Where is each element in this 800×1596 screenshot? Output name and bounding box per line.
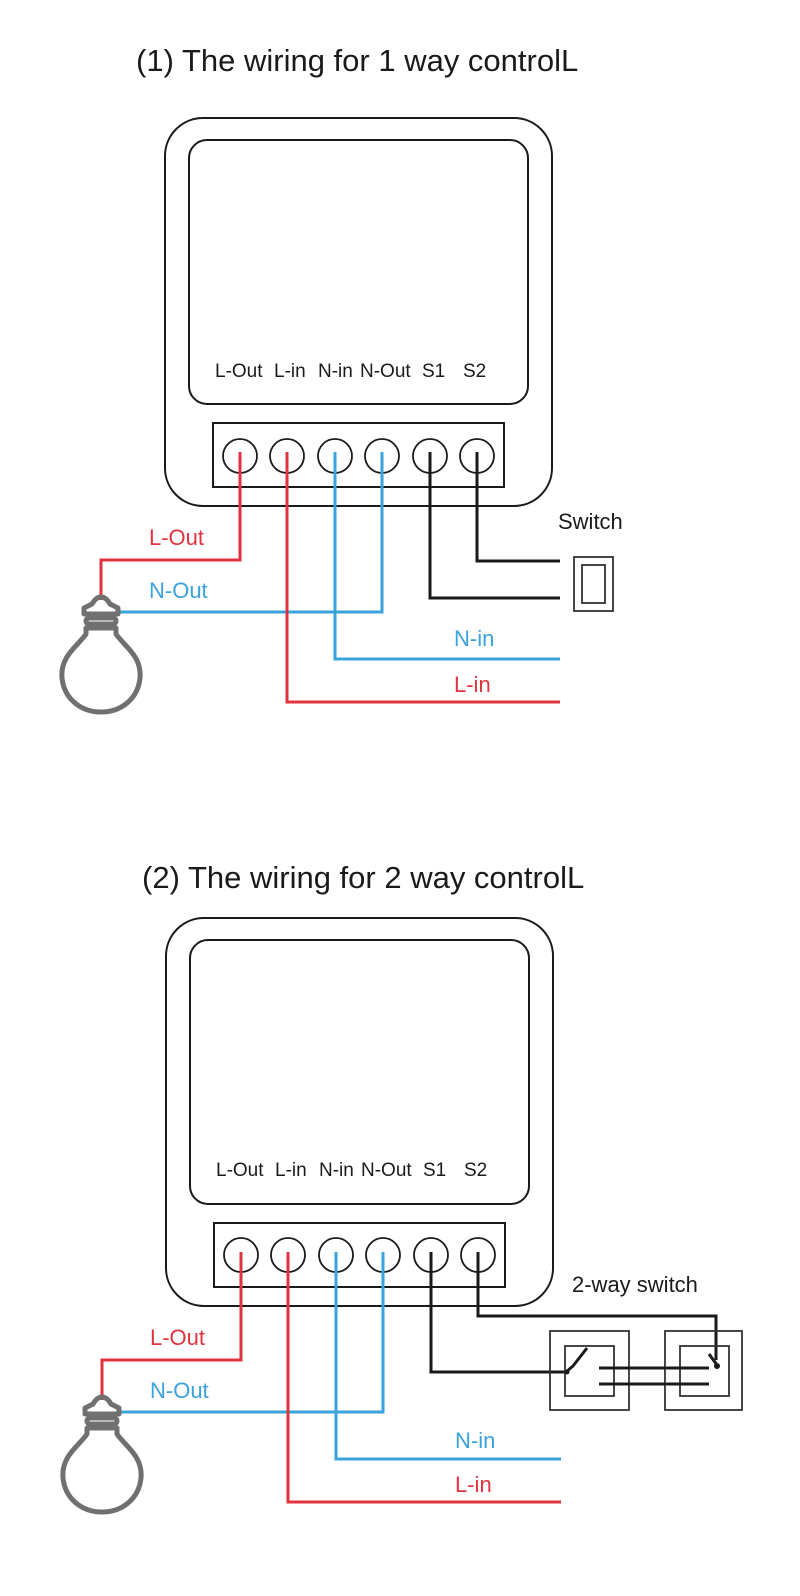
wire-n-out (118, 452, 384, 614)
switch-b-lever (707, 1353, 719, 1366)
light-bulb-icon (59, 594, 143, 715)
wire-label-n-in: N-in (454, 626, 494, 651)
terminal-label-s2: S2 (463, 361, 486, 382)
wire-l-in (286, 1252, 561, 1504)
switch-b-rocker (679, 1345, 730, 1397)
terminal-label-n-in: N-in (319, 1160, 354, 1181)
terminal-block (213, 1222, 506, 1288)
terminal-label-l-out: L-Out (216, 1160, 264, 1181)
terminal-label-l-in: L-in (275, 1160, 307, 1181)
wire-label-l-out: L-Out (150, 1325, 205, 1350)
wire-n-in (334, 1252, 561, 1461)
terminal-label-s1: S1 (423, 1160, 446, 1181)
two-way-switch-icon (549, 1330, 743, 1411)
terminal-label-s1: S1 (422, 361, 445, 382)
wire-l-out (100, 1252, 243, 1400)
wire-label-n-out: N-Out (149, 578, 208, 603)
wire-label-n-in: N-in (455, 1428, 495, 1453)
wire-n-out (119, 1252, 385, 1414)
wire-s2 (475, 452, 560, 563)
switch-icon (573, 556, 614, 612)
wire-label-l-out: L-Out (149, 525, 204, 550)
diagram-title: (2) The wiring for 2 way controlL (142, 860, 584, 895)
wire-l-out (99, 452, 242, 600)
diagram-1-way: (1) The wiring for 1 way controlL L-Out … (59, 43, 623, 715)
switch-a-rocker (564, 1345, 615, 1397)
device-outer-shell (164, 117, 553, 507)
wire-n-in (333, 452, 560, 661)
switch-a-contact (564, 1369, 570, 1375)
terminal-label-l-in: L-in (274, 361, 306, 382)
terminal-label-s2: S2 (464, 1160, 487, 1181)
wire-s1 (429, 1252, 589, 1374)
wire-label-n-out: N-Out (150, 1378, 209, 1403)
diagram-title: (1) The wiring for 1 way controlL (136, 43, 578, 78)
wire-label-l-in: L-in (454, 672, 491, 697)
switch-label: Switch (558, 509, 623, 534)
switch-label: 2-way switch (572, 1272, 698, 1297)
device-face (188, 139, 529, 405)
diagram-2-way: (2) The wiring for 2 way controlL L-Out … (60, 860, 743, 1515)
wire-s2 (476, 1252, 718, 1360)
wire-l-in (285, 452, 560, 704)
terminal-label-l-out: L-Out (215, 361, 263, 382)
terminal-label-n-out: N-Out (360, 361, 411, 382)
wire-s1 (428, 452, 560, 600)
terminal-block (212, 422, 505, 488)
switch-b-contact (714, 1363, 720, 1369)
light-bulb-icon (60, 1394, 144, 1515)
device-face (189, 939, 530, 1205)
terminal-label-n-out: N-Out (361, 1160, 412, 1181)
switch-a-plate (549, 1330, 630, 1411)
terminal-label-n-in: N-in (318, 361, 353, 382)
wire-label-l-in: L-in (455, 1472, 492, 1497)
device-outer-shell (165, 917, 554, 1307)
switch-b-plate (664, 1330, 743, 1411)
